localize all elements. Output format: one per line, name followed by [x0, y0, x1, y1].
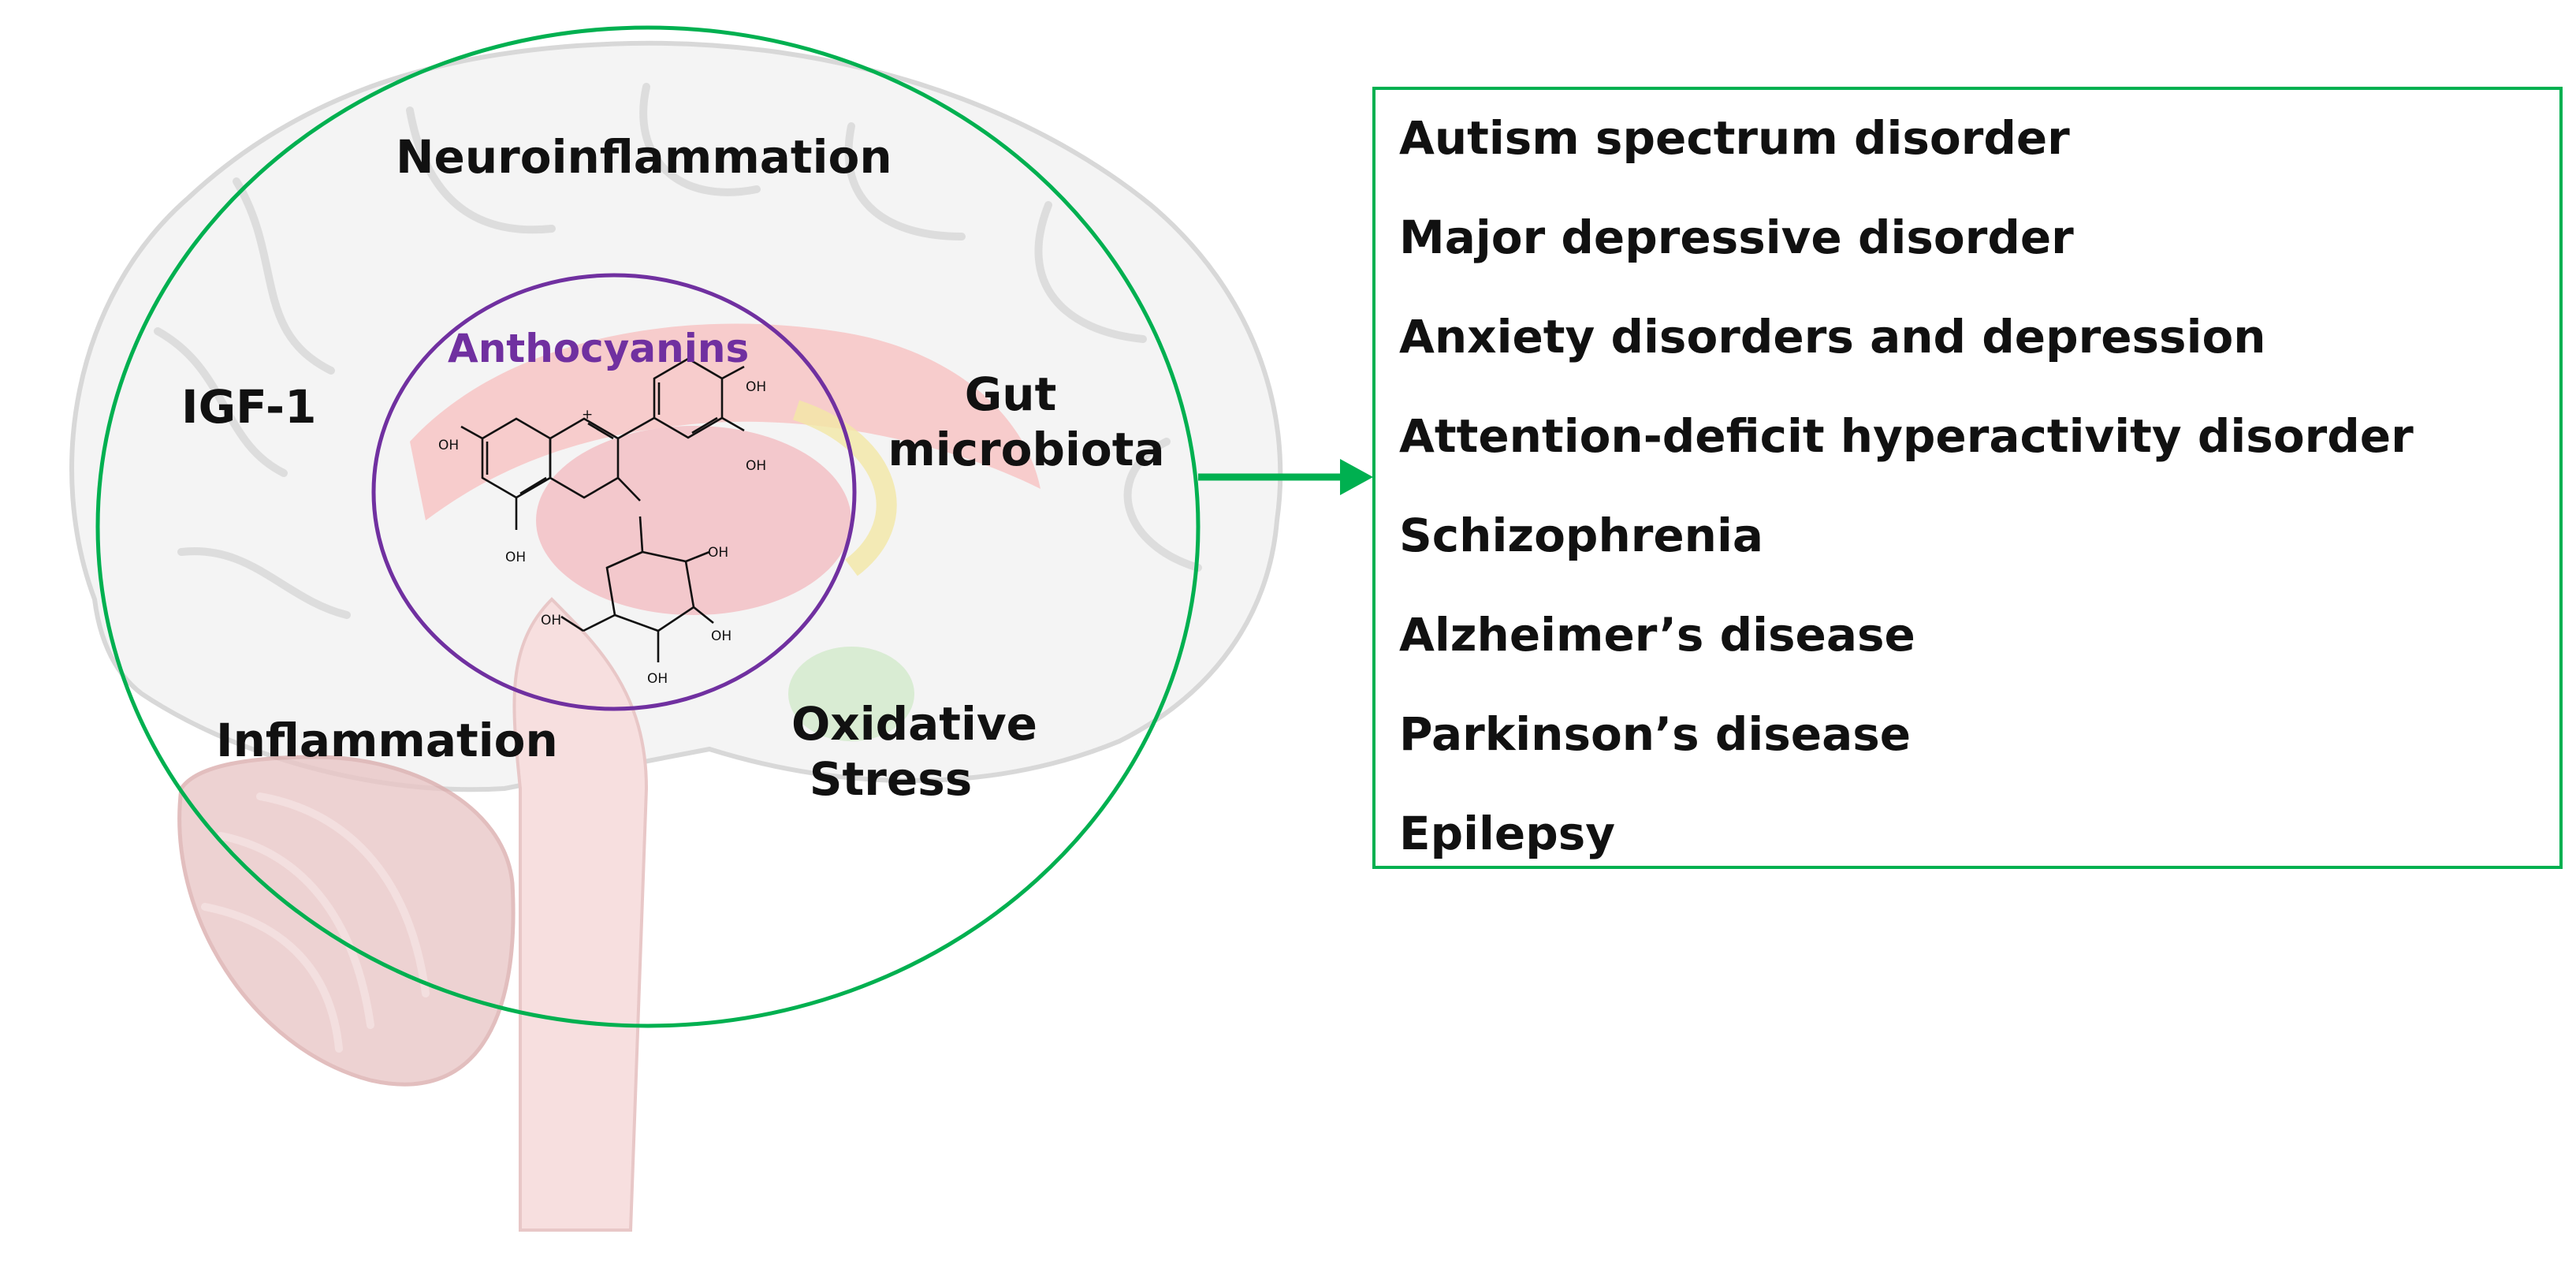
outer-circle [95, 25, 1201, 1028]
oh-label: OH [541, 613, 561, 628]
inflammation-label: Inflammation [216, 714, 558, 767]
oh-label: OH [711, 628, 731, 644]
disease-item: Major depressive disorder [1399, 211, 2074, 264]
anthocyanin-molecule-icon [460, 357, 745, 662]
gut-microbiota-label: Gut microbiota [869, 367, 1184, 477]
gut-line1: Gut [964, 367, 1057, 421]
brain-illustration-icon [69, 40, 1283, 1232]
disease-item: Alzheimer’s disease [1399, 608, 1915, 662]
oh-label: OH [647, 671, 668, 687]
oxidative-line2: Stress [809, 751, 973, 806]
oh-label: OH [708, 545, 728, 561]
molecule-labels: OH OH OH OH + OH OH OH OH [438, 379, 766, 687]
disease-item: Epilepsy [1399, 807, 1616, 860]
anthocyanins-title: Anthocyanins [448, 326, 750, 371]
oxidative-stress-label: Oxidative Stress [776, 697, 1060, 807]
disease-list-box: Autism spectrum disorder Major depressiv… [1372, 87, 2563, 869]
oh-label: OH [746, 379, 766, 395]
disease-item: Attention-deficit hyperactivity disorder [1399, 409, 2414, 463]
disease-item: Anxiety disorders and depression [1399, 310, 2266, 364]
gut-line2: microbiota [888, 422, 1165, 476]
arrow-right-icon [1198, 459, 1373, 495]
oh-label: OH [505, 550, 526, 565]
ring-oxygen-label: + [582, 407, 593, 423]
disease-item: Parkinson’s disease [1399, 707, 1912, 761]
oxidative-line1: Oxidative [791, 697, 1037, 751]
disease-item: Schizophrenia [1399, 509, 1763, 562]
oh-label: OH [438, 438, 459, 453]
oh-label: OH [746, 458, 766, 474]
igf1-label: IGF-1 [181, 380, 317, 434]
disease-item: Autism spectrum disorder [1399, 111, 2070, 165]
inner-circle [371, 273, 857, 711]
neuroinflammation-label: Neuroinflammation [396, 130, 892, 184]
